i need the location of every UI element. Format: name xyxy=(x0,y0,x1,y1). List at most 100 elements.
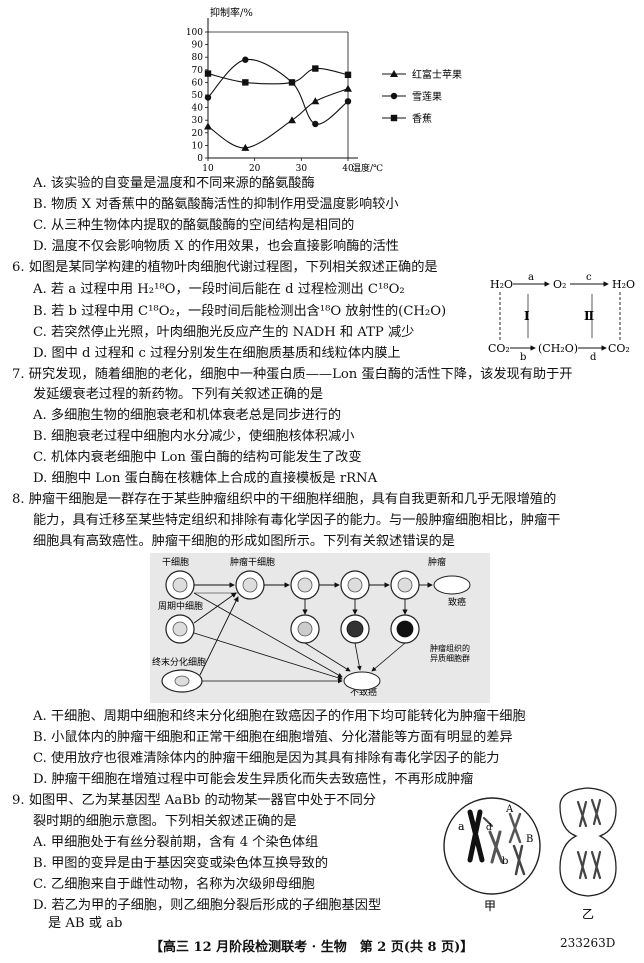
q6-option-a: A. 若 a 过程中用 H₂¹⁸O，一段时间后能在 d 过程检测出 C¹⁸O₂ xyxy=(33,282,405,297)
carcinogenic-label: 致癌 xyxy=(448,596,466,608)
q8-stem-line1: 8. 肿瘤干细胞是一群存在于某些肿瘤组织中的干细胞样细胞，具有自我更新和几乎无限… xyxy=(12,492,557,507)
q6-option-b: B. 若 b 过程中用 C¹⁸O₂，一段时间后能检测出含¹⁸O 放射性的(CH₂… xyxy=(33,304,447,319)
ch2o-label: (CH₂O) xyxy=(538,342,578,355)
series-3-point xyxy=(204,70,212,77)
h2o-label-right: H₂O xyxy=(612,278,635,291)
tumor-stem-cell-3 xyxy=(340,570,370,600)
cell-division-diagram: a A B b d 甲 乙 xyxy=(443,787,617,921)
y-tick-label: 10 xyxy=(192,141,204,151)
stem-cell xyxy=(165,570,195,600)
gene-label-b: b xyxy=(502,856,508,867)
q7-option-b: B. 细胞衰老过程中细胞内水分减少，使细胞核体积减小 xyxy=(33,429,355,444)
non-tumor-mouse xyxy=(343,671,381,691)
x-tick-label: 40 xyxy=(342,164,354,174)
q7-stem-line1: 7. 研究发现，随着细胞的老化，细胞中一种蛋白质——Lon 蛋白酶的活性下降，该… xyxy=(12,367,573,382)
q5-option-b: B. 物质 X 对香蕉中的酪氨酸酶活性的抑制作用受温度影响较小 xyxy=(33,197,399,212)
gene-label-A: A xyxy=(505,804,514,815)
q8-option-b: B. 小鼠体内的肿瘤干细胞和正常干细胞在细胞增殖、分化潜能等方面有明显的差异 xyxy=(33,730,513,745)
process-b-label: b xyxy=(520,352,526,362)
series-2-point xyxy=(204,94,212,101)
stem-cell-label: 干细胞 xyxy=(162,556,189,568)
y-tick-label: 60 xyxy=(192,78,204,88)
y-axis-label: 抑制率/% xyxy=(210,6,253,19)
series-1-point xyxy=(311,97,320,105)
heterogeneous-label-2: 异质细胞群 xyxy=(430,653,470,663)
legend-marker-3 xyxy=(390,114,398,122)
legend-label-3: 香蕉 xyxy=(412,113,432,125)
q9-stem-line2: 裂时期的细胞示意图。下列相关叙述正确的是 xyxy=(33,814,297,829)
gene-label-d: d xyxy=(486,823,492,833)
tumor-stem-cell-label: 肿瘤干细胞 xyxy=(230,556,275,568)
tumor-stem-cell-diagram: 干细胞 肿瘤干细胞 肿瘤 致癌 周期中细胞 肿瘤组织的 异质细胞群 终末分化细胞… xyxy=(150,553,490,703)
roman-one-label: Ⅰ xyxy=(524,309,530,323)
q5-option-a: A. 该实验的自变量是温度和不同来源的酪氨酸酶 xyxy=(33,176,315,191)
q6-option-d: D. 图中 d 过程和 c 过程分别发生在细胞质基质和线粒体内膜上 xyxy=(33,346,401,361)
tumor-stem-cell-1 xyxy=(235,570,265,600)
q8-option-c: C. 使用放疗也很难清除体内的肿瘤干细胞是因为其具有排除有毒化学因子的能力 xyxy=(33,751,500,766)
o2-label: O₂ xyxy=(553,278,566,291)
q6-stem: 6. 如图是某同学构建的植物叶肉细胞代谢过程图，下列相关叙述正确的是 xyxy=(12,260,438,275)
cell-jia xyxy=(443,797,541,895)
roman-two-label: Ⅱ xyxy=(584,309,594,323)
q7-option-a: A. 多细胞生物的细胞衰老和机体衰老总是同步进行的 xyxy=(33,408,342,423)
gene-label-a: a xyxy=(458,820,465,833)
q9-option-a: A. 甲细胞处于有丝分裂前期，含有 4 个染色体组 xyxy=(33,835,319,850)
series-2-point xyxy=(312,120,319,128)
process-d-label: d xyxy=(590,352,597,362)
page-footer: 【高三 12 月阶段检测联考 · 生物 第 2 页(共 8 页)】 xyxy=(150,940,474,955)
q8-option-d: D. 肿瘤干细胞在增殖过程中可能会发生异质化而失去致癌性，不再形成肿瘤 xyxy=(33,772,474,787)
exam-code: 233263D xyxy=(560,936,616,950)
terminal-differentiated-cell xyxy=(161,669,203,693)
heterogeneous-cell-3 xyxy=(390,614,420,644)
tumor-stem-cell-2 xyxy=(290,570,320,600)
x-tick-label: 10 xyxy=(202,164,214,174)
y-tick-label: 30 xyxy=(192,116,204,126)
cell-yi xyxy=(559,787,617,897)
series-1-point xyxy=(204,122,212,130)
tumor-mouse xyxy=(433,575,471,595)
y-tick-label: 40 xyxy=(192,104,204,114)
q7-stem-line2: 发延缓衰老过程的新药物。下列有关叙述正确的是 xyxy=(33,387,324,402)
legend-label-1: 红富士苹果 xyxy=(412,68,462,81)
heterogeneous-cell-1 xyxy=(290,614,320,644)
series-3-point xyxy=(312,65,319,72)
cycling-cell xyxy=(165,614,195,644)
terminal-cell-label: 终末分化细胞 xyxy=(152,656,206,668)
cycling-cell-label: 周期中细胞 xyxy=(158,600,203,612)
q9-option-b: B. 甲图的变异是由于基因突变或染色体互换导致的 xyxy=(33,856,329,871)
series-2-point xyxy=(344,98,352,105)
q9-option-d-continued: 是 AB 或 ab xyxy=(48,916,123,931)
cell-yi-label: 乙 xyxy=(582,907,594,921)
series-2-point xyxy=(242,56,249,63)
series-1-point xyxy=(288,116,296,124)
y-tick-label: 20 xyxy=(192,129,204,139)
y-tick-label: 100 xyxy=(186,28,203,38)
h2o-label: H₂O xyxy=(490,278,513,291)
process-a-label: a xyxy=(528,272,534,283)
legend-label-2: 雪莲果 xyxy=(412,91,442,103)
x-tick-label: 30 xyxy=(296,164,308,174)
heterogeneous-label-1: 肿瘤组织的 xyxy=(430,643,470,653)
x-axis-label: 温度/℃ xyxy=(352,162,383,174)
y-tick-label: 90 xyxy=(192,41,204,51)
series-line-1 xyxy=(207,88,349,149)
co2-right-label: CO₂ xyxy=(608,342,630,355)
tumor-stem-cell-4 xyxy=(390,570,420,600)
x-tick-label: 20 xyxy=(249,164,261,174)
q5-option-c: C. 从三种生物体内提取的酪氨酸酶的空间结构是相同的 xyxy=(33,218,355,233)
series-3-point xyxy=(344,71,352,79)
q9-option-c: C. 乙细胞来自于雌性动物，名称为次级卵母细胞 xyxy=(33,877,315,892)
series-3-point xyxy=(242,79,249,86)
gene-label-B: B xyxy=(526,834,533,845)
y-tick-label: 0 xyxy=(197,154,203,164)
q7-option-d: D. 细胞中 Lon 蛋白酶在核糖体上合成的直接模板是 rRNA xyxy=(33,471,378,486)
q6-option-c: C. 若突然停止光照，叶肉细胞光反应产生的 NADH 和 ATP 减少 xyxy=(33,325,415,340)
series-1-point xyxy=(344,84,352,92)
series-3-point xyxy=(288,79,296,86)
q5-option-d: D. 温度不仅会影响物质 X 的作用效果，也会直接影响酶的活性 xyxy=(33,239,399,254)
q7-option-c: C. 机体内衰老细胞中 Lon 蛋白酶的结构可能发生了改变 xyxy=(33,450,362,465)
q8-stem-line3: 细胞具有高致癌性。肿瘤干细胞的形成如图所示。下列有关叙述错误的是 xyxy=(33,534,455,549)
process-c-label: c xyxy=(586,272,592,283)
q9-stem-line1: 9. 如图甲、乙为某基因型 AaBb 的动物某一器官中处于不同分 xyxy=(12,793,376,808)
q9-option-d: D. 若乙为甲的子细胞，则乙细胞分裂后形成的子细胞基因型 xyxy=(33,898,382,913)
